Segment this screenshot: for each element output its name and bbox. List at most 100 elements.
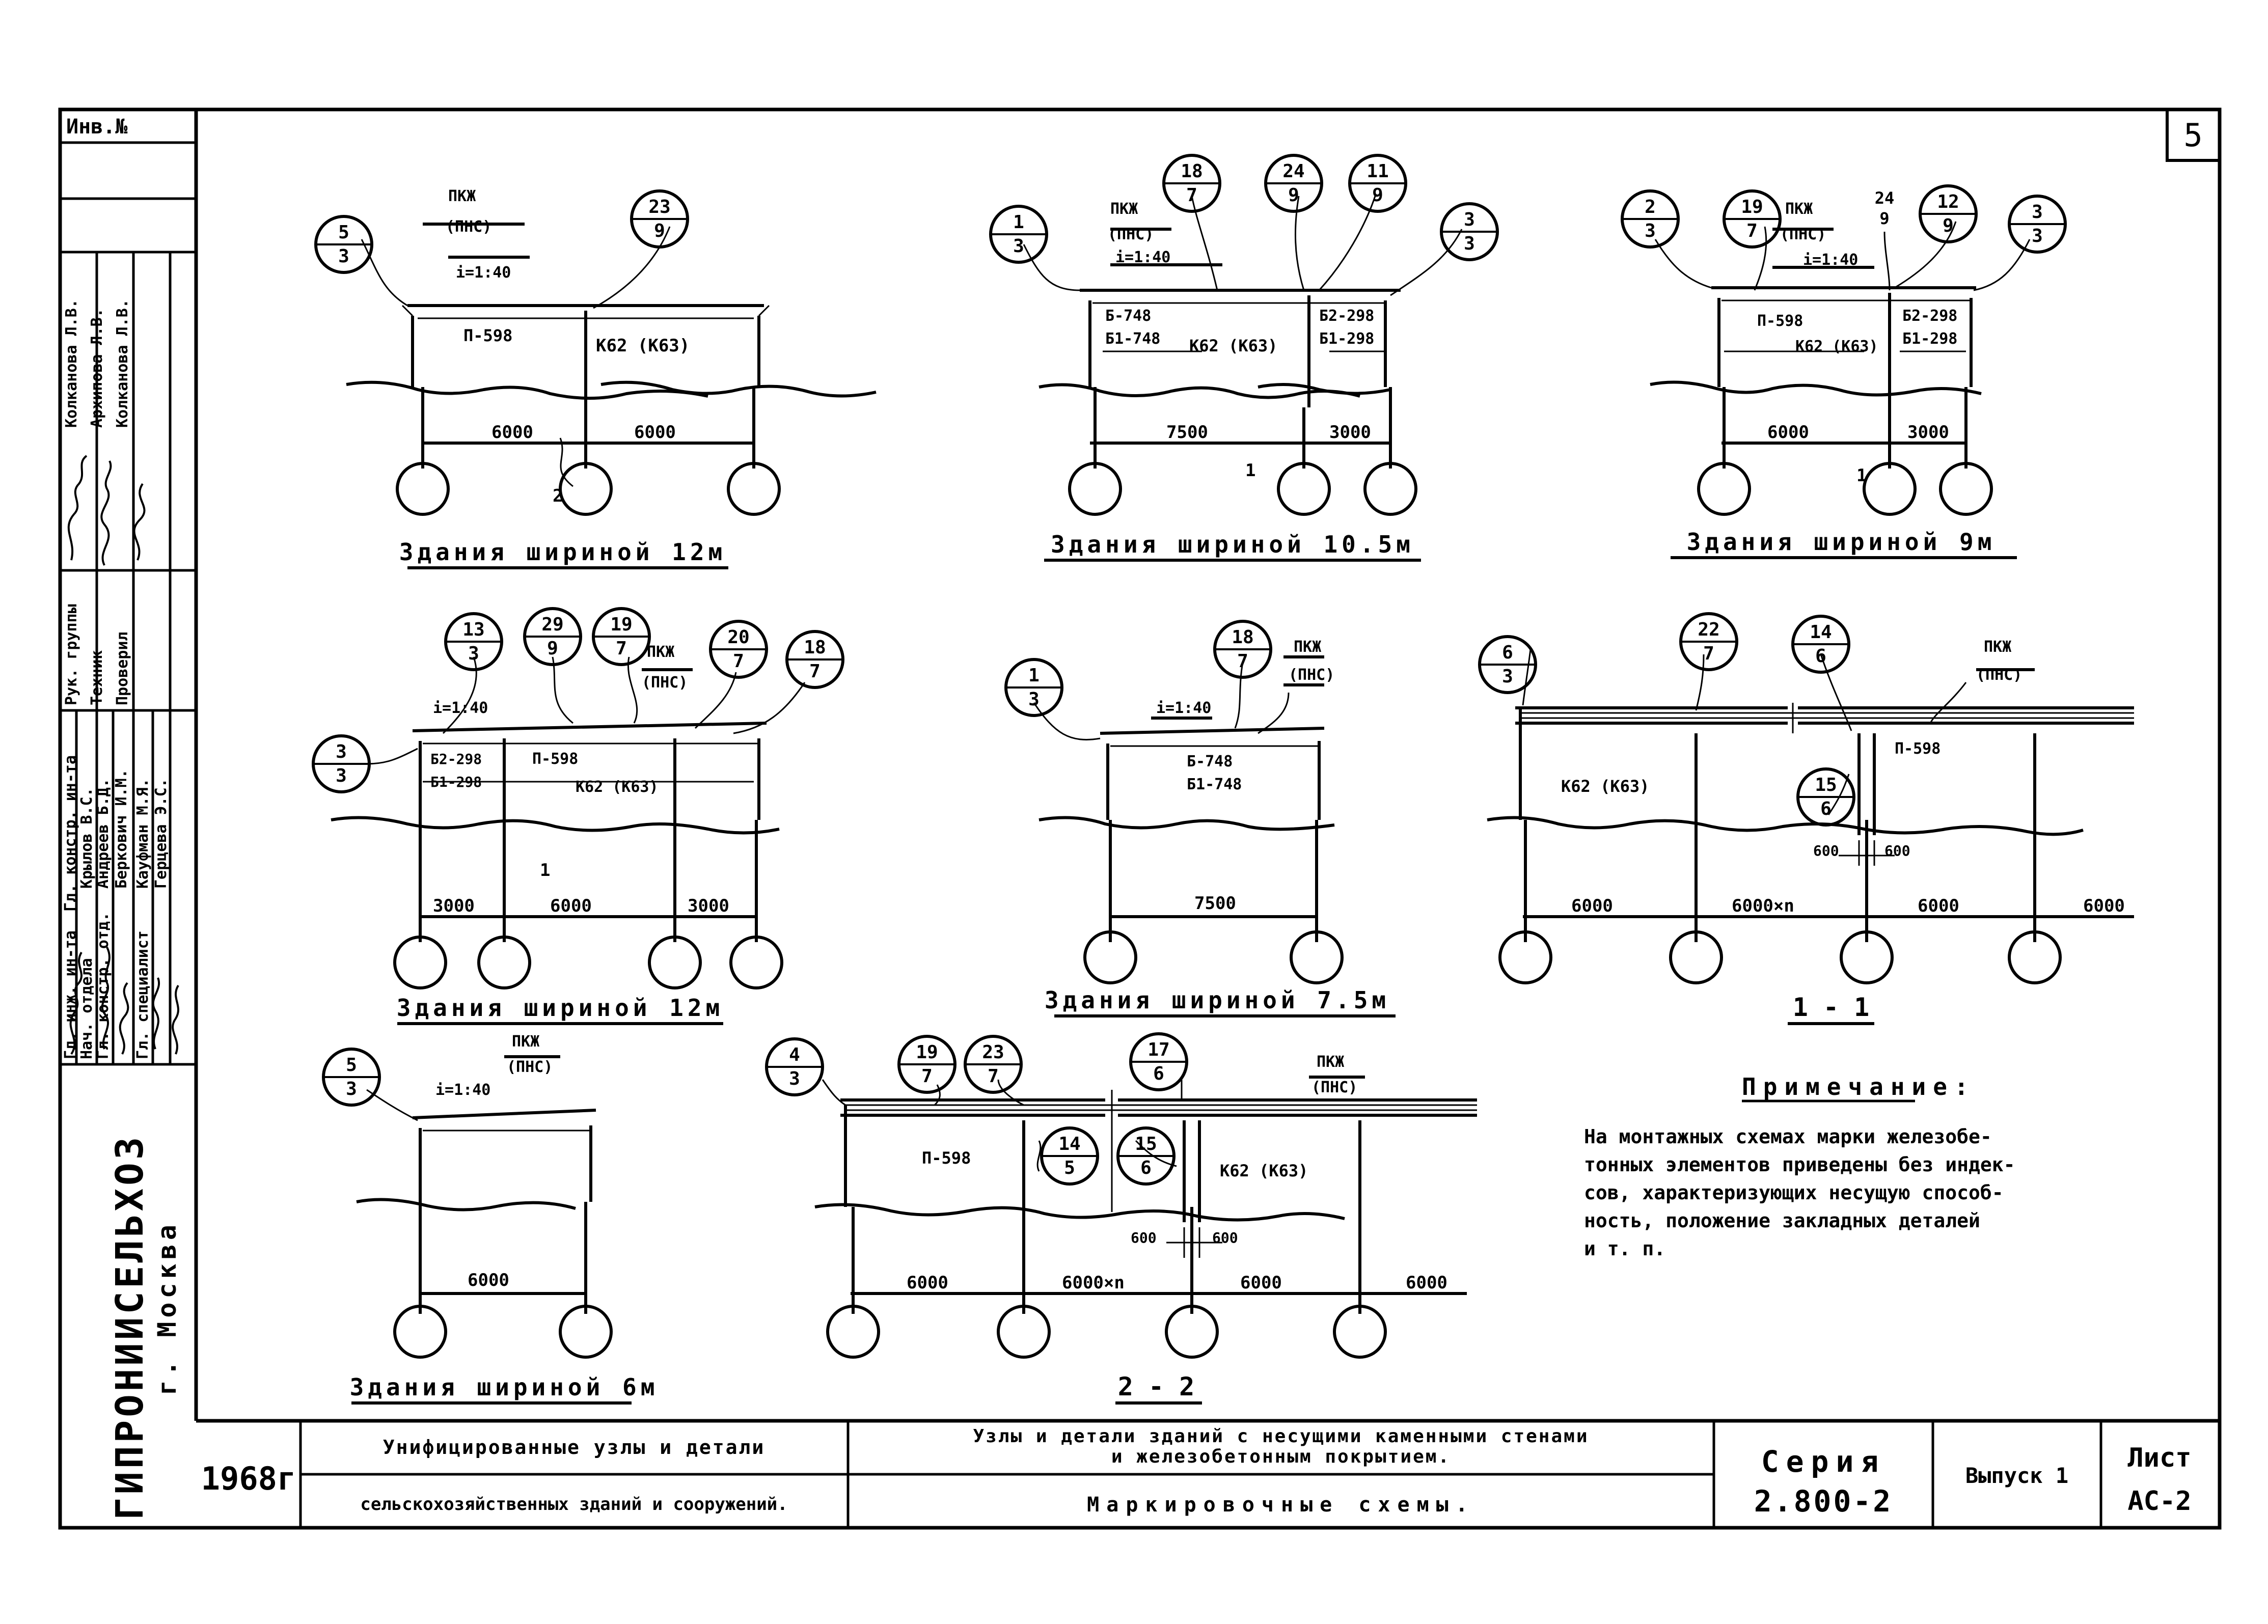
org-name: ГИПРОНИИСЕЛЬХОЗ: [108, 1134, 152, 1520]
label-slope: i=1:40: [435, 1081, 490, 1099]
label-beam: Б-748: [1187, 753, 1233, 770]
axis-bubble: [1863, 462, 1917, 516]
callout-top: 3: [1464, 209, 1475, 230]
axis-bubble: [1840, 930, 1894, 984]
callout-bottom: 7: [1746, 221, 1758, 241]
label-pkzh: ПКЖ: [1785, 200, 1813, 218]
signatures: [67, 455, 179, 1055]
axis-bubble: [1277, 462, 1331, 516]
axis-bubble: [1333, 1305, 1387, 1359]
label-panel: П-598: [1757, 312, 1803, 330]
tb-drawing-name: Маркировочные схемы.: [1087, 1493, 1475, 1517]
label-beam: К62 (К63): [1795, 338, 1878, 355]
label-pkzh: ПКЖ: [512, 1033, 539, 1051]
staff-name: Архипова Л.В.: [88, 308, 106, 428]
label-slope: i=1:40: [433, 699, 488, 717]
axis-bubble: [477, 935, 531, 989]
staff-name: Кауфман М.Я.: [134, 778, 152, 889]
staff-role: Гл. специалист: [134, 930, 152, 1059]
callout-bottom: 7: [921, 1066, 933, 1087]
staff-role: Гл. констр. ин-та: [62, 755, 79, 912]
callout-top: 2: [1645, 197, 1656, 217]
label-panel: П-598: [532, 750, 578, 768]
label-panel: П-598: [463, 326, 512, 345]
note: Примечание: На монтажных схемах марки же…: [1584, 1073, 2015, 1260]
label-slope: i=1:40: [456, 264, 511, 282]
dim: 6000: [1240, 1273, 1282, 1293]
tb-year: 1968г: [201, 1460, 296, 1497]
section-2-2: 4 3 19 7 23 7 17 6 14 5 15 6 ПКЖ (ПНС) П…: [765, 1032, 1477, 1405]
axis-bubble: [1498, 930, 1552, 984]
axis-bubble: [393, 935, 447, 989]
callout-top: 15: [1135, 1134, 1157, 1154]
label-beam: Б2-298: [430, 751, 482, 767]
callout-bottom: 6: [1140, 1158, 1152, 1178]
axis-bubble: [826, 1305, 880, 1359]
dim: 6000: [550, 896, 592, 916]
axis-bubble: [559, 1305, 613, 1359]
tb-title-line1: Унифицированные узлы и детали: [383, 1436, 765, 1458]
label-beam: Б1-748: [1187, 776, 1242, 793]
label-panel: П-598: [922, 1148, 971, 1168]
tb-subject-line1: Узлы и детали зданий с несущими каменным…: [973, 1426, 1589, 1447]
dim: 6000×n: [1732, 896, 1794, 916]
axis-bubble: [1083, 930, 1137, 984]
callout-bottom: 9: [1372, 185, 1383, 206]
view-caption: Здания шириной 10.5м: [1051, 531, 1414, 558]
label-pns: (ПНС): [1311, 1079, 1357, 1096]
sheet-number-box: 5: [2166, 108, 2221, 162]
callout-bottom: 7: [809, 661, 821, 682]
view-9m: 2 3 19 7 24 9 12 9 3 3 ПКЖ (ПНС) i=1:40 …: [1621, 184, 2067, 559]
label-slope: i=1:40: [1115, 249, 1170, 266]
axis-bubble: [648, 935, 702, 989]
dim: 6000×n: [1062, 1273, 1125, 1293]
callout-bottom: 3: [1013, 236, 1024, 257]
staff-name: Колканова Л.В.: [114, 299, 131, 428]
label-pns: (ПНС): [1289, 666, 1334, 684]
dim: 6000: [1767, 422, 1809, 443]
callout-top: 3: [2032, 202, 2043, 223]
view-caption: 1 - 1: [1793, 993, 1870, 1022]
callout-bottom: 5: [1064, 1158, 1075, 1178]
tb-subject-line2: и железобетонным покрытием.: [1111, 1446, 1451, 1467]
staff-name: Крылов В.С.: [78, 787, 96, 889]
view-7-5m: 1 3 18 7 ПКЖ (ПНС) i=1:40 Б-748 Б1-748 7…: [1004, 620, 1396, 1017]
label-beam: Б2-298: [1902, 307, 1957, 325]
callout-top: 24: [1282, 161, 1304, 182]
label-beam: Б1-298: [430, 774, 482, 790]
callout-top: 3: [336, 741, 347, 762]
note-line: сов, характеризующих несущую способ-: [1584, 1181, 2004, 1204]
callout-bottom: 9: [1943, 215, 1954, 236]
note-line: тонных элементов приведены без индек-: [1584, 1153, 2015, 1176]
staff-name: Беркович И.М.: [113, 769, 130, 889]
label-beam: К62 (К63): [1189, 336, 1277, 355]
label-pkzh: ПКЖ: [448, 187, 476, 205]
tb-sheet-label: Лист: [2127, 1443, 2191, 1473]
callout-bottom: 3: [1464, 233, 1475, 254]
tb-issue: Выпуск 1: [1965, 1463, 2068, 1488]
callout-bottom: 7: [988, 1066, 999, 1087]
callout-top: 17: [1147, 1039, 1169, 1060]
staff-role: Гл. констр. отд.: [94, 912, 112, 1059]
dim: 6000: [907, 1273, 948, 1293]
axis-bubble: [1697, 462, 1751, 516]
org-city: г. Москва: [152, 1221, 182, 1395]
label-slope: i=1:40: [1156, 699, 1211, 717]
callout-bottom: 9: [547, 638, 558, 659]
staff-name: Андреев Б.Д.: [94, 778, 112, 889]
view-caption: Здания шириной 7.5м: [1045, 986, 1390, 1014]
label-beam: К62 (К63): [576, 778, 659, 796]
callout-top: 19: [1741, 197, 1763, 217]
label-beam: Б2-298: [1319, 307, 1374, 325]
label-slope: i=1:40: [1803, 251, 1858, 269]
callout-bottom: 3: [346, 1079, 357, 1099]
callout-top: 12: [1937, 191, 1959, 212]
dim: 6000: [1406, 1273, 1447, 1293]
axis-bubble: [1290, 930, 1344, 984]
callout-top: 23: [648, 197, 670, 217]
dim: 3000: [433, 896, 475, 916]
label-pkzh: ПКЖ: [647, 643, 674, 661]
callout-top: 22: [1698, 619, 1719, 640]
callout-top: 1: [1028, 665, 1040, 686]
label-pkzh: ПКЖ: [1984, 638, 2011, 656]
